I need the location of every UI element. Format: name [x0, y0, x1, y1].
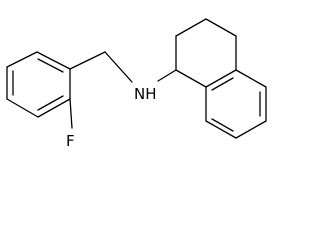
nitrogen-label: NH: [134, 85, 157, 103]
bond-ring1-b: [6, 51, 38, 68]
bond-ring1-double-3: [37, 95, 64, 111]
bond-sat-c: [205, 18, 237, 37]
bond-aro-double-3: [211, 118, 234, 132]
bond-ring1-double-2: [37, 58, 64, 73]
bond-aro-c: [235, 120, 267, 139]
bond-ring1-e: [37, 98, 71, 118]
aromatic-ring: [205, 69, 267, 139]
bond-aro-a: [235, 69, 267, 88]
bond-n-c1: [157, 69, 177, 82]
bond-c-f: [69, 98, 73, 129]
bond-ring1-ch2: [69, 51, 106, 70]
chemical-structure: F NH: [6, 18, 267, 150]
bond-sat-e: [205, 69, 237, 88]
fluorine-label: F: [66, 132, 75, 150]
fluorophenyl-ring: [6, 51, 71, 118]
bond-ring1-f: [6, 98, 39, 118]
bond-aro-d: [205, 120, 237, 139]
saturated-ring: [175, 18, 237, 88]
bond-sat-b: [175, 18, 207, 37]
bond-ch2-n: [104, 51, 133, 83]
bond-sat-f: [175, 69, 207, 88]
bond-aro-double-1: [211, 77, 234, 91]
bond-ring1-c: [36, 51, 71, 70]
